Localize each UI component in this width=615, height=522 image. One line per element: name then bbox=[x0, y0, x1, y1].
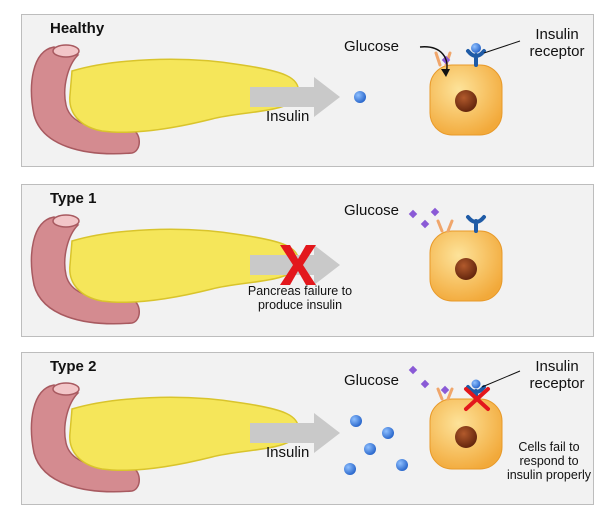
cell-nucleus bbox=[455, 426, 477, 448]
glucose-molecule bbox=[420, 379, 430, 389]
glucose-label: Glucose bbox=[344, 38, 400, 55]
glucose-label: Glucose bbox=[344, 372, 400, 389]
glucose-molecule bbox=[408, 209, 418, 219]
glucose-molecule bbox=[408, 365, 418, 375]
insulin-molecule bbox=[382, 427, 394, 439]
insulin-arrow bbox=[250, 413, 340, 453]
insulin-receptor bbox=[466, 215, 486, 233]
insulin-molecule bbox=[344, 463, 356, 475]
receptor-pointer bbox=[481, 370, 521, 388]
panel-title: Type 2 bbox=[50, 358, 97, 375]
duodenum-opening bbox=[52, 214, 80, 228]
insulin-receptor bbox=[466, 49, 486, 67]
pancreas-shape bbox=[69, 396, 300, 471]
duodenum-opening bbox=[52, 44, 80, 58]
panel-type1: Type 1 Glucose Pancreas failure to produ… bbox=[21, 184, 594, 337]
insulin-molecule bbox=[396, 459, 408, 471]
duodenum-shape bbox=[30, 384, 140, 493]
arrow-label: Insulin bbox=[266, 444, 310, 461]
glucose-molecule bbox=[440, 385, 450, 395]
insulin-molecule bbox=[350, 415, 362, 427]
glucose-molecule bbox=[430, 207, 440, 217]
duodenum-shape bbox=[30, 46, 140, 155]
type1-diagram bbox=[30, 207, 503, 325]
glucose-molecule bbox=[420, 219, 430, 229]
bound-insulin bbox=[471, 43, 481, 53]
receptor-label: Insulin receptor bbox=[529, 358, 585, 392]
duodenum-opening bbox=[52, 382, 80, 396]
type2-diagram bbox=[30, 365, 521, 493]
pancreas-shape bbox=[69, 58, 300, 133]
insulin-molecule bbox=[364, 443, 376, 455]
failure-label: Pancreas failure to produce insulin bbox=[247, 284, 353, 312]
glucose-transporter bbox=[436, 387, 454, 401]
healthy-diagram bbox=[30, 40, 521, 155]
panel-healthy: Healthy Glucose Insulin receptor Insulin bbox=[21, 14, 594, 167]
insulin-molecule bbox=[354, 91, 366, 103]
cell-note: Cells fail to respond to insulin properl… bbox=[506, 440, 592, 482]
glucose-transporter bbox=[436, 219, 454, 233]
cell-nucleus bbox=[455, 90, 477, 112]
cell-nucleus bbox=[455, 258, 477, 280]
glucose-label: Glucose bbox=[344, 202, 400, 219]
panel-title: Type 1 bbox=[50, 190, 97, 207]
panel-type2: Type 2 Glucose Insulin receptor Insulin … bbox=[21, 352, 594, 505]
red-x-icon bbox=[280, 245, 316, 285]
insulin-arrow bbox=[250, 77, 340, 117]
arrow-label: Insulin bbox=[266, 108, 310, 125]
duodenum-shape bbox=[30, 216, 140, 325]
pancreas-shape bbox=[69, 228, 300, 303]
glucose-entry-arrowhead bbox=[441, 69, 450, 77]
red-cross-icon bbox=[464, 387, 490, 411]
receptor-label: Insulin receptor bbox=[529, 26, 585, 60]
bound-insulin bbox=[471, 379, 481, 389]
panel-title: Healthy bbox=[50, 20, 105, 37]
receptor-pointer bbox=[483, 40, 521, 54]
